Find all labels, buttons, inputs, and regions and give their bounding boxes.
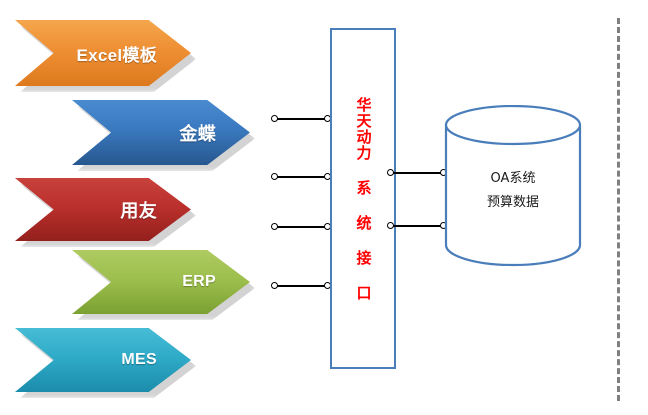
connector-endpoint-dot xyxy=(387,221,394,229)
dashed-boundary-divider xyxy=(617,18,620,401)
connector-left-3[interactable] xyxy=(271,222,331,231)
connector-endpoint-dot xyxy=(271,172,278,180)
chevron-label-mes: MES xyxy=(121,351,157,368)
cylinder-label-system: OA系统 xyxy=(490,171,536,186)
connector-endpoint-dot xyxy=(271,114,278,122)
connector-right-2[interactable] xyxy=(387,221,447,230)
connector-line xyxy=(272,225,330,228)
chevron-label-erp: ERP xyxy=(182,273,216,290)
connector-left-4[interactable] xyxy=(271,281,331,290)
chevron-mes[interactable]: MES xyxy=(15,328,191,392)
chevron-label-kingdee: 金蝶 xyxy=(179,123,216,144)
connector-endpoint-dot xyxy=(271,281,278,289)
cylinder-shape xyxy=(444,105,582,267)
chevron-label-yonyou: 用友 xyxy=(120,200,157,221)
cylinder-label-data: 预算数据 xyxy=(486,195,539,210)
connector-line xyxy=(272,117,330,120)
connector-left-2[interactable] xyxy=(271,172,331,181)
interface-box[interactable]: 华天动力 系 统 接 口 xyxy=(330,28,396,369)
connector-endpoint-dot xyxy=(387,168,394,176)
interface-box-label: 华天动力 系 统 接 口 xyxy=(354,96,373,301)
connector-endpoint-dot xyxy=(271,222,278,230)
connector-right-1[interactable] xyxy=(387,168,447,177)
connector-line xyxy=(388,171,446,174)
connector-line xyxy=(272,284,330,287)
chevron-label-excel: Excel模板 xyxy=(76,45,157,65)
connector-line xyxy=(272,175,330,178)
cylinder-labels: OA系统 预算数据 xyxy=(443,167,583,215)
connector-left-1[interactable] xyxy=(271,114,331,123)
connector-line xyxy=(388,224,446,227)
database-cylinder[interactable]: OA系统 预算数据 xyxy=(443,105,583,267)
